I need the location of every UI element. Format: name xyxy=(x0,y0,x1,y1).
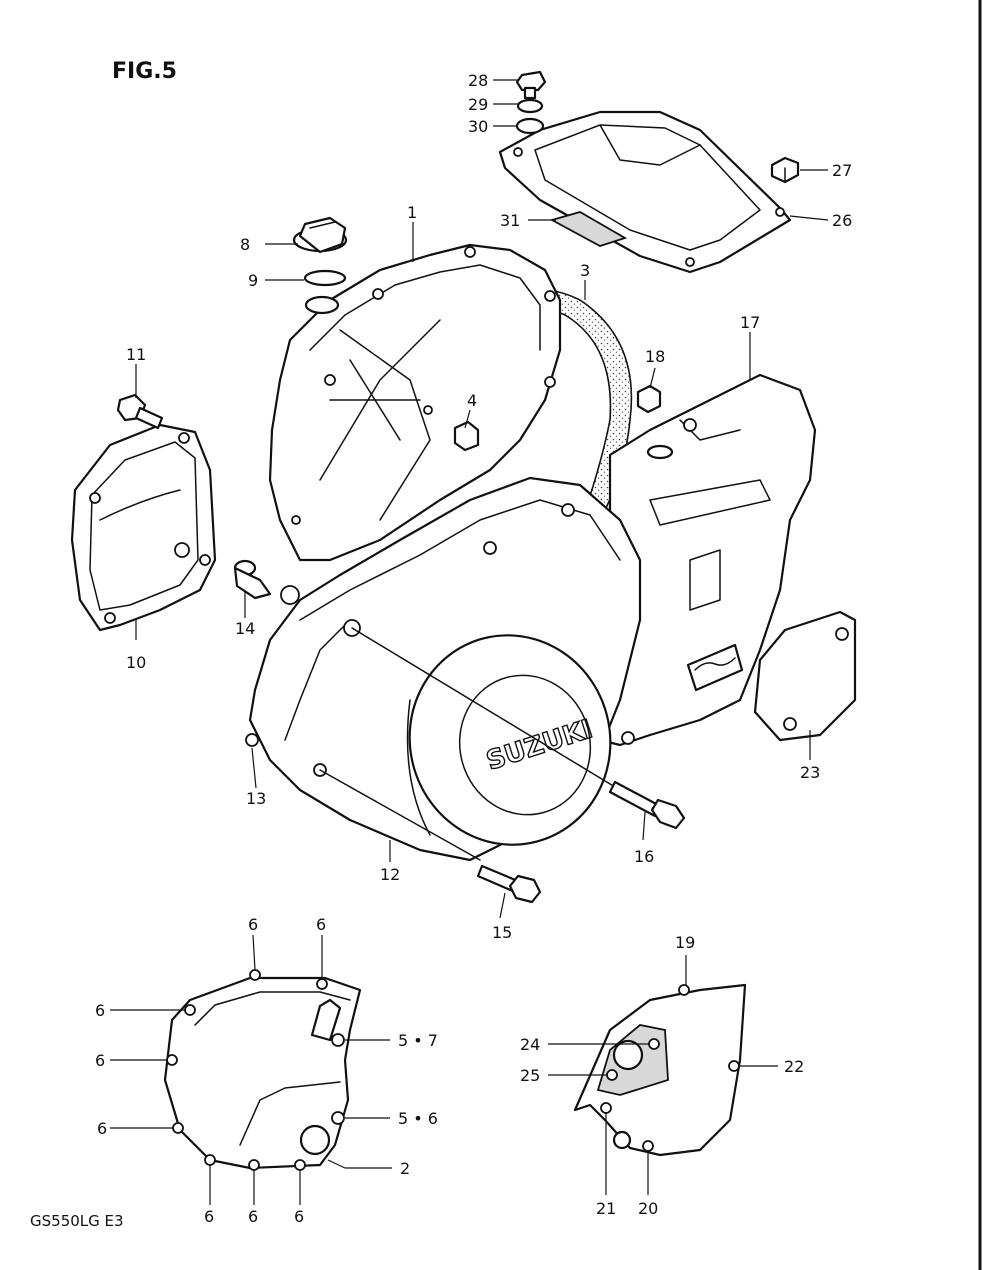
washer-29 xyxy=(516,98,544,114)
callout-6: 6 xyxy=(204,1207,214,1226)
gasket-31 xyxy=(549,211,628,247)
callout-12: 12 xyxy=(380,865,400,884)
callout-9: 9 xyxy=(248,271,258,290)
callout-6: 6 xyxy=(95,1051,105,1070)
callout-8: 8 xyxy=(240,235,250,254)
callout-24: 24 xyxy=(520,1035,540,1054)
dowel-14 xyxy=(233,559,272,600)
callout-14: 14 xyxy=(235,619,255,638)
o-ring-9 xyxy=(303,269,347,287)
bolt-11 xyxy=(116,393,164,430)
guide-line-bolt-16 xyxy=(351,627,621,791)
callout-28: 28 xyxy=(468,71,488,90)
callout-4: 4 xyxy=(467,391,477,410)
callout-1: 1 xyxy=(407,203,417,222)
bolt-27 xyxy=(770,156,800,184)
callout-29: 29 xyxy=(468,95,488,114)
callout-2: 2 xyxy=(400,1159,410,1178)
callout-19: 19 xyxy=(675,933,695,952)
callout-6: 6 xyxy=(95,1001,105,1020)
model-code: GS550LG E3 xyxy=(30,1212,124,1230)
callout-27: 27 xyxy=(832,161,852,180)
crankcase-cover-1 xyxy=(268,243,562,562)
callout-26: 26 xyxy=(832,211,852,230)
callout-5-7: 5 • 7 xyxy=(398,1031,438,1050)
washer-30 xyxy=(515,117,545,135)
dowel-pin-4 xyxy=(453,420,480,452)
callout-11: 11 xyxy=(126,345,146,364)
leader-lines xyxy=(110,79,829,1205)
bolt-15 xyxy=(476,864,542,904)
bolt-16 xyxy=(608,780,686,830)
callout-15: 15 xyxy=(492,923,512,942)
callout-25: 25 xyxy=(520,1066,540,1085)
callout-21: 21 xyxy=(596,1199,616,1218)
callout-10: 10 xyxy=(126,653,146,672)
callout-13: 13 xyxy=(246,789,266,808)
callout-22: 22 xyxy=(784,1057,804,1076)
callout-6: 6 xyxy=(294,1207,304,1226)
callout-6: 6 xyxy=(248,915,258,934)
magneto-cover-12: SUZUKI xyxy=(245,476,642,862)
sprocket-cover-19 xyxy=(573,983,747,1157)
clutch-cover-bottom-left xyxy=(163,969,362,1171)
guide-line-bolt-15 xyxy=(319,769,481,861)
callout-3: 3 xyxy=(580,261,590,280)
callout-30: 30 xyxy=(468,117,488,136)
side-cover-17 xyxy=(598,373,817,747)
oil-filler-cap-8 xyxy=(292,216,348,254)
callout-16: 16 xyxy=(634,847,654,866)
cover-23 xyxy=(753,610,857,742)
callout-5-6: 5 • 6 xyxy=(398,1109,438,1128)
callout-20: 20 xyxy=(638,1199,658,1218)
callout-23: 23 xyxy=(800,763,820,782)
cover-10 xyxy=(70,423,217,632)
dowel-pin-18 xyxy=(636,384,662,414)
generator-cover-26 xyxy=(498,110,792,274)
bolt-28 xyxy=(515,70,547,100)
callout-6: 6 xyxy=(97,1119,107,1138)
callout-labels: 1 2 3 4 5 • 6 5 • 7 6 6 6 6 6 6 6 6 8 9 … xyxy=(95,71,852,1226)
callout-6: 6 xyxy=(316,915,326,934)
callout-6: 6 xyxy=(248,1207,258,1226)
callout-17: 17 xyxy=(740,313,760,332)
callout-18: 18 xyxy=(645,347,665,366)
callout-31: 31 xyxy=(500,211,520,230)
figure-title: FIG.5 xyxy=(112,59,177,84)
